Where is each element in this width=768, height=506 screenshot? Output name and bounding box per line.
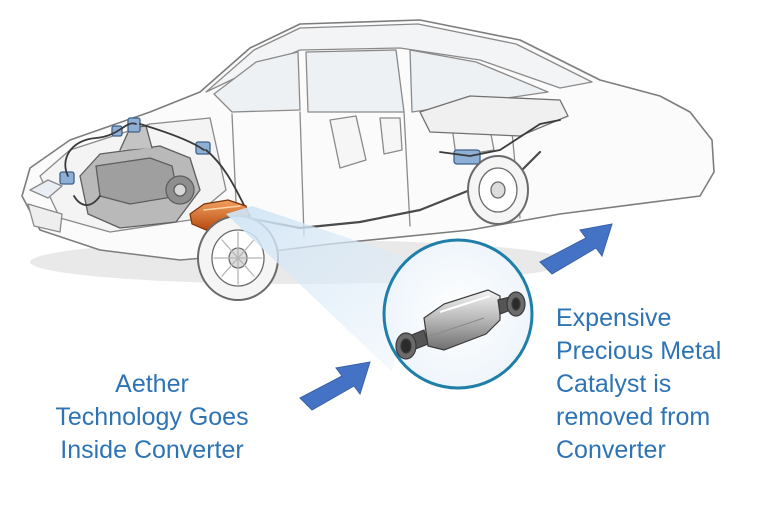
engine-block (79, 125, 201, 229)
car-window-rear (409, 49, 549, 113)
car-window-mid (305, 49, 405, 113)
wiring-harness (64, 119, 561, 217)
caption-right-line-5: Converter (556, 436, 666, 464)
arrow-icon-left (299, 361, 371, 411)
car-grille (27, 203, 63, 233)
rear-wheel (467, 155, 529, 225)
caption-catalyst-removed: Expensive Precious Metal Catalyst is rem… (556, 302, 766, 467)
car-window-front (213, 51, 301, 113)
caption-right-line-3: Catalyst is (556, 370, 672, 398)
catalytic-converter-closeup (395, 289, 526, 360)
caption-right-line-1: Expensive (556, 304, 672, 332)
caption-aether-technology: Aether Technology Goes Inside Converter (22, 368, 282, 467)
caption-right-line-4: removed from (556, 403, 711, 431)
arrow-icon-right (539, 223, 613, 275)
car-seat-front (329, 115, 403, 169)
caption-left-line-3: Inside Converter (60, 436, 244, 464)
car-headlight (29, 179, 63, 199)
fuel-tank (419, 95, 569, 137)
caption-left-line-1: Aether (115, 370, 189, 398)
zoom-beam (226, 206, 420, 372)
converter-zoom-circle (382, 238, 534, 390)
car-door-lines (231, 109, 521, 247)
caption-left-line-2: Technology Goes (55, 403, 249, 431)
car-illustration (21, 19, 715, 301)
caption-right-line-2: Precious Metal (556, 337, 722, 365)
